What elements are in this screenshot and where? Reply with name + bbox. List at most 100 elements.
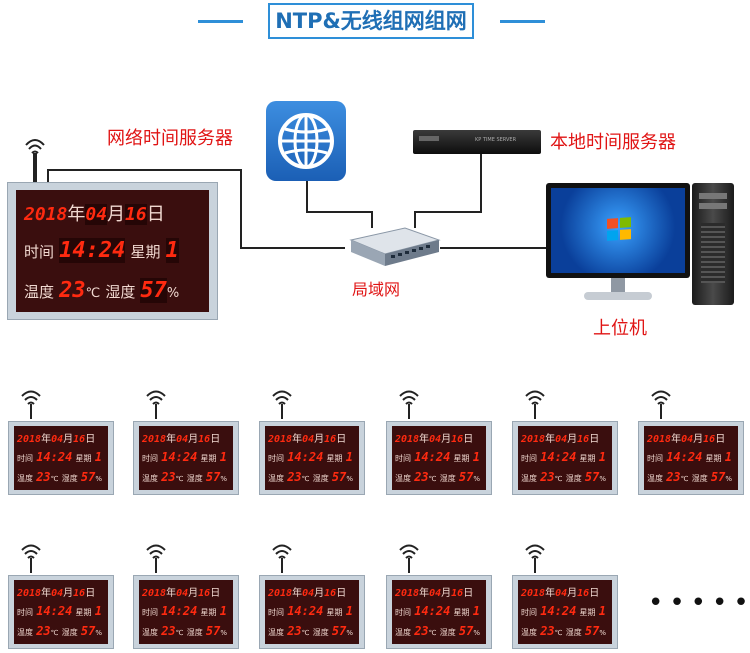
wifi-signal-icon (21, 544, 41, 573)
week-label: 星期 (200, 608, 217, 617)
week-value: 1 (345, 450, 353, 464)
month-unit: 月 (63, 434, 74, 445)
day-value: 16 (198, 434, 211, 445)
year-value: 2018 (521, 588, 546, 599)
month-value: 04 (302, 434, 315, 445)
hum-label: 湿度 (439, 628, 456, 637)
time-value: 14:24 (540, 450, 577, 464)
day-unit: 日 (210, 588, 221, 599)
year-unit: 年 (41, 434, 52, 445)
temp-label: 温度 (142, 474, 158, 483)
wifi-signal-icon (272, 390, 292, 419)
temp-value: 23 (540, 470, 555, 484)
rack-server-icon: KP TIME SERVER (413, 130, 541, 154)
temp-value: 23 (414, 624, 429, 638)
temp-unit: ℃ (50, 475, 59, 483)
temp-label: 温度 (268, 474, 284, 483)
antenna-icon (25, 139, 45, 183)
temp-value: 23 (287, 470, 302, 484)
month-value: 04 (681, 434, 694, 445)
year-unit: 年 (166, 588, 177, 599)
week-label: 星期 (705, 454, 722, 463)
lan-label: 局域网 (352, 280, 401, 299)
time-value: 14:24 (666, 450, 703, 464)
year-value: 2018 (142, 588, 167, 599)
hum-unit: % (346, 629, 353, 637)
temp-label: 温度 (521, 474, 537, 483)
hum-value: 57 (458, 470, 474, 484)
day-value: 16 (703, 434, 716, 445)
month-unit: 月 (188, 434, 199, 445)
week-label: 星期 (75, 608, 92, 617)
time-label: 时间 (395, 454, 411, 463)
year-value: 2018 (17, 588, 42, 599)
hum-label: 湿度 (691, 474, 708, 483)
month-value: 04 (429, 434, 442, 445)
time-label: 时间 (395, 608, 411, 617)
hum-value: 57 (80, 624, 96, 638)
hum-unit: % (725, 475, 732, 483)
month-unit: 月 (567, 434, 578, 445)
week-value: 1 (724, 450, 732, 464)
network-switch-icon (345, 222, 441, 270)
temp-value: 23 (414, 470, 429, 484)
time-label: 时间 (17, 608, 33, 617)
day-unit: 日 (146, 204, 165, 225)
day-value: 16 (324, 434, 337, 445)
year-value: 2018 (17, 434, 42, 445)
temp-label: 温度 (395, 474, 411, 483)
temp-label: 温度 (521, 628, 537, 637)
pc-tower-icon (692, 183, 734, 305)
week-value: 1 (598, 450, 606, 464)
hum-value: 57 (80, 470, 96, 484)
hum-value: 57 (205, 624, 221, 638)
week-label: 星期 (453, 608, 470, 617)
day-unit: 日 (85, 588, 96, 599)
wifi-signal-icon (21, 390, 41, 419)
time-label: 时间 (17, 454, 33, 463)
time-value: 14:24 (36, 604, 73, 618)
temp-unit: ℃ (428, 629, 437, 637)
week-label: 星期 (130, 243, 161, 261)
day-unit: 日 (336, 434, 347, 445)
hum-label: 湿度 (565, 628, 582, 637)
month-value: 04 (555, 588, 568, 599)
title-rule-right (500, 20, 545, 23)
month-unit: 月 (63, 588, 74, 599)
temp-unit: ℃ (554, 475, 563, 483)
year-value: 2018 (395, 588, 420, 599)
year-unit: 年 (41, 588, 52, 599)
temp-unit: ℃ (175, 629, 184, 637)
time-value: 14:24 (161, 604, 198, 618)
host-pc-label: 上位机 (593, 318, 647, 339)
month-unit: 月 (314, 588, 325, 599)
year-value: 2018 (268, 588, 293, 599)
time-label: 时间 (647, 454, 663, 463)
year-unit: 年 (545, 588, 556, 599)
week-label: 星期 (75, 454, 92, 463)
temp-unit: ℃ (50, 629, 59, 637)
temp-label: 温度 (142, 628, 158, 637)
year-value: 2018 (268, 434, 293, 445)
hum-label: 湿度 (439, 474, 456, 483)
hum-unit: % (95, 475, 102, 483)
month-value: 04 (51, 434, 64, 445)
week-value: 1 (472, 450, 480, 464)
year-unit: 年 (671, 434, 682, 445)
hum-unit: % (346, 475, 353, 483)
month-value: 04 (302, 588, 315, 599)
day-unit: 日 (210, 434, 221, 445)
hum-unit: % (95, 629, 102, 637)
day-value: 16 (198, 588, 211, 599)
year-unit: 年 (545, 434, 556, 445)
week-label: 星期 (453, 454, 470, 463)
temp-unit: ℃ (301, 475, 310, 483)
time-label: 时间 (521, 608, 537, 617)
hum-value: 57 (584, 470, 600, 484)
